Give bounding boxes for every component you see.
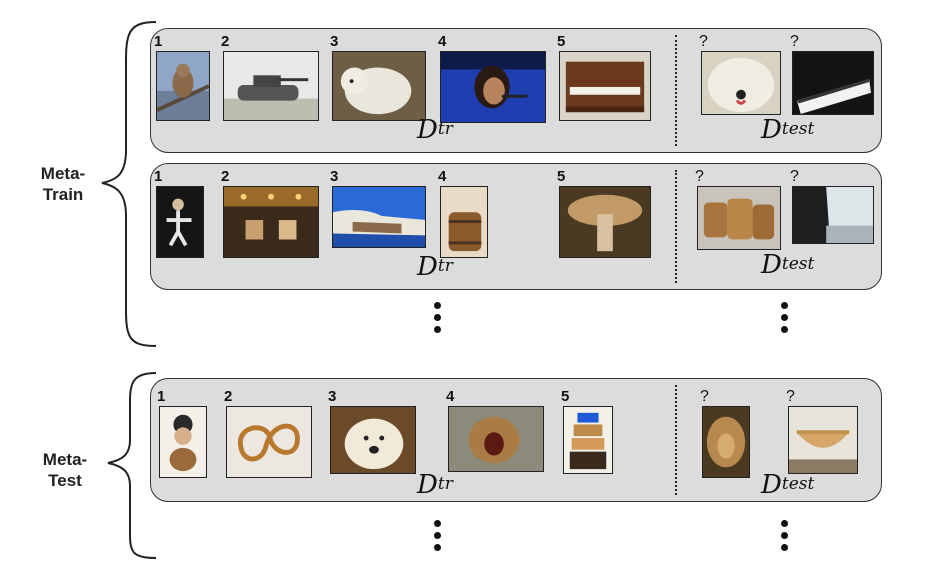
task-panel-test: 1 2 3 4 5 ? ? — [150, 378, 882, 502]
meta-train-label: Meta- Train — [28, 163, 98, 205]
bowls-stack-image — [563, 406, 613, 474]
barrel-image — [440, 186, 488, 258]
barrels-query-image — [697, 186, 781, 250]
image-number: 1 — [154, 168, 163, 185]
image-number: 1 — [157, 388, 166, 405]
mushroom-image — [559, 186, 651, 258]
image-number: 5 — [557, 168, 566, 185]
task-panel-train-1: 1 2 3 4 5 ? ? — [150, 28, 882, 153]
golden-dog-image — [330, 406, 416, 474]
query-set-label: Dtest — [761, 115, 815, 145]
white-dog-image — [332, 51, 426, 121]
support-query-divider — [675, 385, 677, 495]
roaring-lion-image — [448, 406, 544, 472]
meta-test-label-line1: Meta- — [42, 450, 88, 469]
image-number: 2 — [221, 33, 230, 50]
support-query-divider — [675, 35, 677, 146]
image-number: 4 — [438, 168, 447, 185]
query-number: ? — [790, 168, 799, 185]
query-number: ? — [790, 33, 799, 50]
bowl-query-image — [788, 406, 858, 474]
support-set-label: Dtr — [417, 470, 453, 500]
meta-test-brace — [107, 372, 157, 559]
image-number: 4 — [438, 33, 447, 50]
meta-test-label-line2: Test — [48, 471, 82, 490]
image-number: 3 — [328, 388, 337, 405]
query-set-label: Dtest — [761, 470, 815, 500]
image-number: 2 — [224, 388, 233, 405]
more-query-ellipsis — [781, 302, 789, 338]
white-dog-query-image — [701, 51, 781, 115]
image-number: 3 — [330, 168, 339, 185]
meta-train-label-line1: Meta- — [40, 164, 86, 183]
bird-image — [156, 51, 210, 121]
cliff-query-image — [792, 186, 874, 244]
piano-image — [559, 51, 651, 121]
image-number: 4 — [446, 388, 455, 405]
support-query-divider — [675, 170, 677, 283]
query-number: ? — [699, 33, 708, 50]
support-set-label: Dtr — [417, 115, 453, 145]
tank-image — [223, 51, 319, 121]
piano-query-image — [792, 51, 874, 115]
query-number: ? — [700, 388, 709, 405]
image-number: 3 — [330, 33, 339, 50]
meta-train-label-line2: Train — [42, 185, 84, 204]
image-number: 5 — [561, 388, 570, 405]
carousel-image — [223, 186, 319, 258]
more-support-ellipsis — [434, 302, 442, 338]
singer-image — [440, 51, 546, 123]
image-number: 1 — [154, 33, 163, 50]
lion-query-image — [702, 406, 750, 478]
image-number: 2 — [221, 168, 230, 185]
query-set-label: Dtest — [761, 250, 815, 280]
figurine-image — [159, 406, 207, 478]
query-number: ? — [786, 388, 795, 405]
cliff-image — [332, 186, 426, 248]
coil-image — [226, 406, 312, 478]
support-set-label: Dtr — [417, 252, 453, 282]
meta-train-brace — [101, 21, 157, 347]
query-number: ? — [695, 168, 704, 185]
gymnast-image — [156, 186, 204, 258]
more-support-ellipsis — [434, 520, 442, 556]
more-query-ellipsis — [781, 520, 789, 556]
meta-test-label: Meta- Test — [30, 449, 100, 491]
image-number: 5 — [557, 33, 566, 50]
task-panel-train-2: 1 2 3 4 5 ? ? — [150, 163, 882, 290]
